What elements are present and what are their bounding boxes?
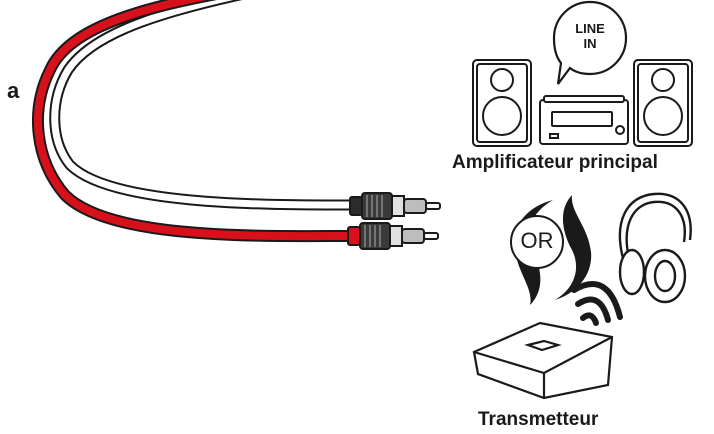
or-label: OR — [520, 228, 554, 253]
cable-label-a: a — [7, 78, 20, 103]
amplifier-label: Amplificateur principal — [452, 152, 658, 173]
wireless-signal-icon — [571, 281, 623, 326]
speech-bubble-icon — [552, 0, 628, 85]
transmitter-label: Transmetteur — [478, 409, 599, 430]
bubble-line-2: IN — [583, 36, 597, 51]
rca-plug-white — [349, 192, 441, 220]
line-in-bubble-text: LINE IN — [568, 21, 612, 51]
headphones-icon — [618, 192, 692, 304]
rca-plug-red — [347, 222, 439, 250]
bluetooth-transmitter-icon — [472, 321, 614, 400]
or-symbol — [510, 195, 592, 305]
bubble-line-1: LINE — [575, 21, 605, 36]
mini-stereo-system-icon — [472, 59, 693, 147]
rca-cable — [32, 0, 441, 250]
